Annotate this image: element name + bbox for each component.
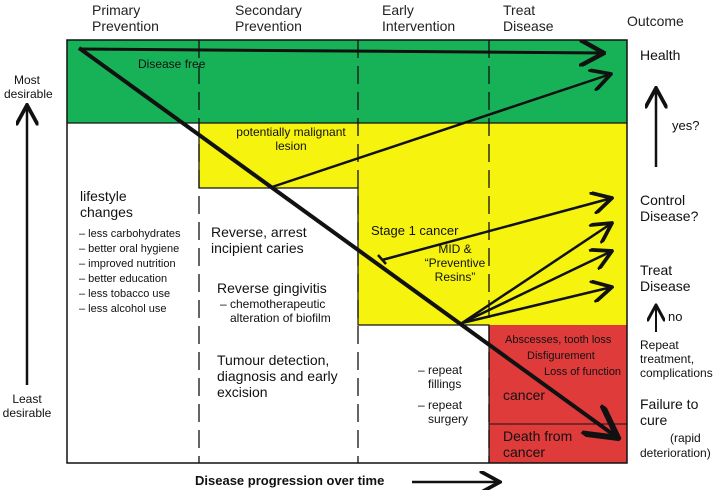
disease-free-arrow [78, 49, 604, 53]
mid-to-control-arrow [381, 198, 612, 262]
gingivitis-label: Reverse gingivitis [217, 280, 327, 296]
stage1-label: Stage 1 cancer [371, 223, 459, 238]
abscesses-label: Abscesses, tooth loss [505, 334, 612, 346]
fan-arrow-control [461, 223, 612, 325]
lifestyle-list: – less carbohydrates – better oral hygie… [79, 227, 181, 317]
pml-region [199, 123, 627, 188]
outer-frame [66, 39, 628, 464]
outcome-rapid: (rapid [670, 431, 701, 445]
fan-arrow-treat-upper [461, 251, 612, 325]
disease-free-label: Disease free [138, 57, 206, 71]
loss-function-label: Loss of function [544, 366, 622, 378]
fan-arrow-treat-lower [461, 287, 612, 325]
list-item: – better education [79, 273, 168, 285]
progression-diagonal [77, 46, 618, 438]
list-item: – less carbohydrates [79, 228, 181, 240]
list-item: – less alcohol use [79, 303, 167, 315]
list-item: – less tobacco use [79, 288, 171, 300]
pml-to-health-arrow [271, 74, 611, 189]
time-axis-label: Disease progression over time [195, 473, 385, 488]
outcome-rapid-2: deterioration) [640, 446, 711, 460]
outcome-no: no [668, 309, 683, 324]
header-outcome: Outcome [627, 13, 684, 29]
disfigurement-label: Disfigurement [527, 350, 595, 362]
outcome-yes: yes? [672, 118, 700, 133]
cancer-label: cancer [503, 387, 546, 403]
outcome-health: Health [640, 47, 681, 63]
list-item: – improved nutrition [79, 258, 176, 270]
list-item: – better oral hygiene [79, 243, 180, 255]
